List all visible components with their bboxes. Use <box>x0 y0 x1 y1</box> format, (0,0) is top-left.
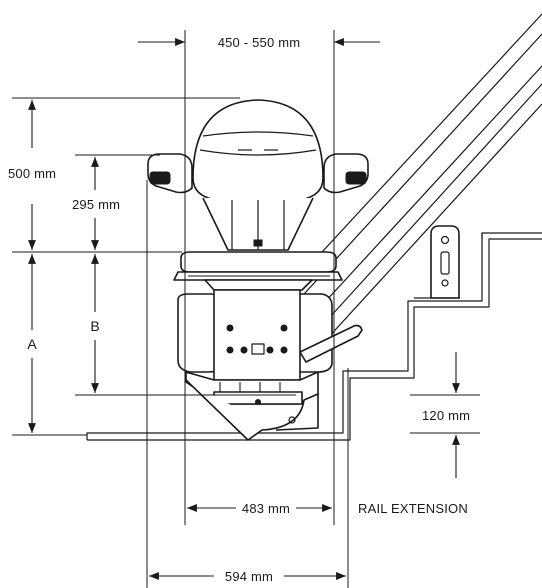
dimension-armrest-height: 295 mm <box>72 157 120 250</box>
seat-width-label: 450 - 550 mm <box>218 35 301 50</box>
dimension-seat-width: 450 - 550 mm <box>138 35 380 50</box>
dimension-total-height: 500 mm <box>8 100 56 250</box>
dimension-step-height: 120 mm <box>422 352 470 478</box>
label-b: B <box>90 318 99 334</box>
overall-width-label: 594 mm <box>225 569 273 584</box>
label-a: A <box>27 336 37 352</box>
step-height-label: 120 mm <box>422 408 470 423</box>
base-width-label: 483 mm <box>242 501 290 516</box>
extension-lines <box>12 30 480 588</box>
armrest-height-label: 295 mm <box>72 197 120 212</box>
rail-extension-label: RAIL EXTENSION <box>358 501 468 516</box>
dimension-a: A <box>27 253 37 433</box>
dimension-base-width: 483 mm <box>187 501 332 516</box>
dimension-b: B <box>90 253 100 393</box>
dimension-overall-width: 594 mm <box>149 569 346 584</box>
stairlift-chair <box>147 99 369 441</box>
staircase <box>86 232 542 441</box>
total-height-label: 500 mm <box>8 166 56 181</box>
